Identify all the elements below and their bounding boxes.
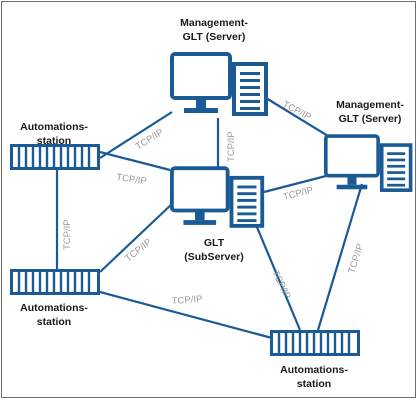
link-auto-bottomleft-to-glt [99,201,175,273]
node-automation-bottom-left-label-line1: Automations- [20,302,88,314]
automation-station-icon [270,330,360,356]
connections [55,97,364,340]
link-label-5: TCP/IP [171,294,202,307]
link-auto-bottomleft-to-auto-bottom [99,290,273,340]
node-automation-bottom-left-label-line2: station [37,316,71,328]
node-automation-bottom-label-line2: station [297,378,331,390]
node-automation-bottom: Automations- station [270,330,360,390]
node-glt-subserver: GLT (SubServer) [170,166,265,263]
node-management-right-label-line1: Management- [336,99,404,111]
node-glt-subserver-label-line2: (SubServer) [184,251,244,263]
link-label-3: TCP/IP [62,219,73,250]
automation-station-icon [10,144,100,170]
node-automation-top-left-label-line1: Automations- [20,121,88,133]
node-management-top-label-line2: GLT (Server) [183,31,246,43]
automation-station-icon [10,269,100,295]
link-management-right-to-auto-bottom [316,183,364,331]
node-management-top: Management- GLT (Server) [170,17,268,116]
node-automation-bottom-label-line1: Automations- [280,364,348,376]
link-label-2: TCP/IP [116,172,148,187]
node-management-right-label-line2: GLT (Server) [339,113,402,125]
link-glt-to-auto-bottom [252,219,302,331]
node-management-right: Management- GLT (Server) [324,99,413,192]
link-auto-topleft-to-glt [99,150,171,172]
link-label-6: TCP/IP [226,131,237,162]
link-glt-to-management-right [263,174,327,194]
link-management-top-to-management-right [265,97,329,137]
node-glt-subserver-label-line1: GLT [204,237,225,249]
node-automation-top-left: Automations- station [10,121,100,170]
node-automation-bottom-left: Automations- station [10,269,100,328]
link-auto-topleft-to-management-top [99,111,173,159]
node-management-top-label-line1: Management- [180,17,248,29]
